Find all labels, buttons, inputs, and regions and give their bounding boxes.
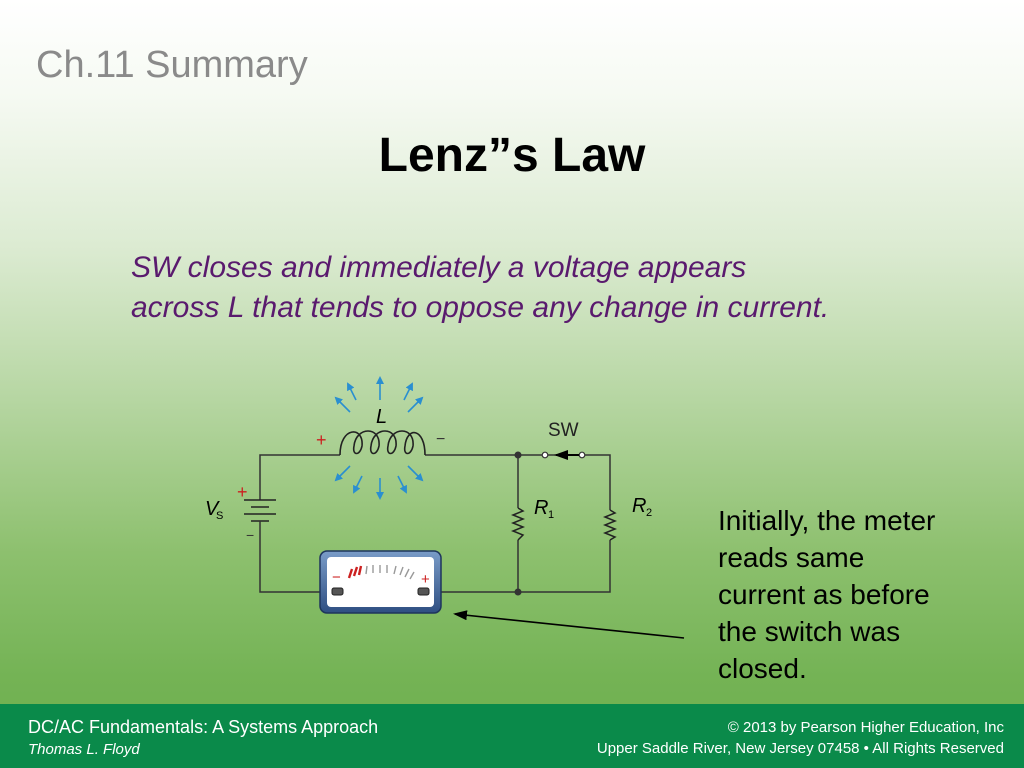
- r2-subscript: 2: [646, 507, 652, 519]
- r1-label: R: [534, 497, 548, 519]
- footer-book-title: DC/AC Fundamentals: A Systems Approach: [28, 717, 379, 737]
- battery-minus-sign: −: [246, 527, 254, 543]
- circuit-wires: [259, 454, 611, 593]
- lead-line-1: SW closes and immediately a voltage appe…: [131, 251, 747, 284]
- footer-copyright: © 2013 by Pearson Higher Education, Inc: [727, 719, 1004, 736]
- inductor-label: L: [376, 406, 387, 428]
- footer-author: Thomas L. Floyd: [28, 741, 140, 758]
- footer-address: Upper Saddle River, New Jersey 07458 • A…: [596, 740, 1004, 757]
- source-label: V: [205, 498, 220, 520]
- battery-symbol: [244, 499, 276, 522]
- note-line-1: Initially, the meter: [718, 505, 936, 536]
- inductor-coil: [339, 430, 426, 456]
- note-line-4: the switch was: [718, 616, 901, 647]
- r1-subscript: 1: [548, 509, 554, 521]
- lead-text: SW closes and immediately a voltage appe…: [131, 248, 951, 328]
- note-line-5: closed.: [718, 653, 807, 684]
- meter-note: Initially, the meter reads same current …: [718, 502, 1008, 687]
- resistor-r2: [602, 509, 618, 541]
- meter-plus-sign: +: [421, 571, 430, 588]
- note-line-3: current as before: [718, 579, 930, 610]
- battery-plus-sign: +: [237, 482, 248, 502]
- inductor-minus-sign: −: [436, 431, 445, 448]
- source-subscript: S: [216, 510, 223, 522]
- lead-line-2: across L that tends to oppose any change…: [131, 291, 830, 324]
- junction-dot-top: [514, 451, 522, 459]
- inductor-plus-sign: +: [316, 430, 327, 450]
- slide-title: Lenz”s Law: [378, 129, 646, 182]
- meter-minus-sign: −: [332, 569, 341, 586]
- switch: [541, 450, 586, 460]
- field-arrows: [334, 376, 424, 500]
- switch-label: SW: [548, 420, 579, 441]
- junction-dot-bottom: [514, 588, 522, 596]
- circuit-diagram: L + − SW + − V S R 1 R 2: [205, 376, 685, 639]
- note-line-2: reads same: [718, 542, 865, 573]
- pointer-arrow: [453, 610, 685, 639]
- r2-label: R: [632, 495, 646, 517]
- footer-copyright-info: © 2013 by Pearson Higher Education, Inc …: [597, 717, 1004, 759]
- footer-book-info: DC/AC Fundamentals: A Systems Approach T…: [28, 717, 378, 758]
- chapter-heading: Ch.11 Summary: [36, 44, 308, 86]
- footer-bar: DC/AC Fundamentals: A Systems Approach T…: [0, 704, 1024, 768]
- ammeter: [319, 550, 442, 614]
- resistor-r1: [510, 507, 526, 541]
